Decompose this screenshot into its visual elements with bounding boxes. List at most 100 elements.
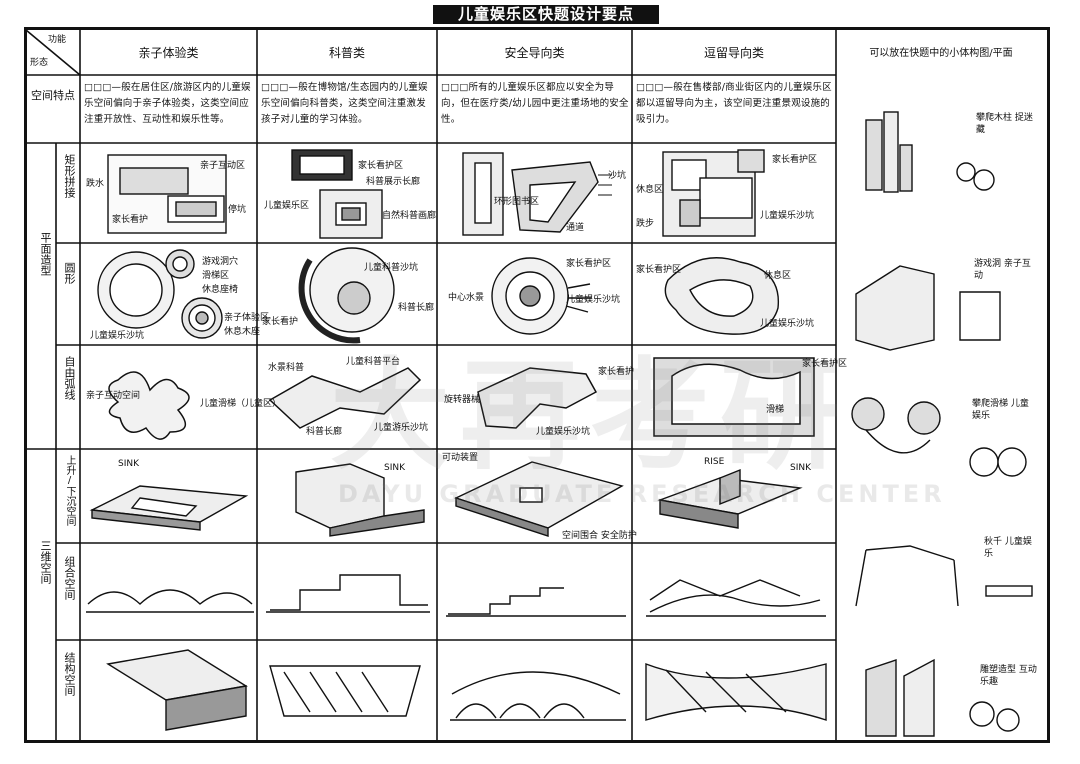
combined-section-safety [446,587,626,617]
label: 家长看护区 [566,259,612,269]
label: 沙坑 [608,171,627,181]
level-axo-stay [657,468,803,529]
row-label-space-feature: 空间特点 [31,89,75,102]
label: 家长看护区 [802,359,848,369]
label: 秋千 儿童娱乐 [984,537,1032,559]
label: 儿童娱乐沙坑 [90,331,145,341]
circle-plan-safety [491,257,592,335]
label: 亲子互动空间 [86,391,141,401]
watermark-main: 大再考研 [330,347,850,486]
side-sketch-sculpture [865,658,1020,737]
combined-section-stay [646,579,826,617]
label: 家长看护区 [772,155,818,165]
label: SINK [118,459,140,469]
label: 休息木座 [224,327,261,337]
free-plan-safety [477,367,598,429]
description-stay: □□□—般在售楼部/商业街区内的儿童娱乐区都以逗留导向为主，该空间更注重景观设施… [636,82,832,125]
level-axo-safety [454,461,624,537]
label: 环形图书区 [494,197,540,207]
column-header-side: 可以放在快题中的小体构图/平面 [869,48,1013,59]
corner-label-top: 功能 [48,35,67,45]
combined-section-science [266,574,430,613]
column-header-safety: 安全导向类 [504,46,565,60]
label: RISE [704,457,725,467]
label: 中心水景 [448,293,485,303]
label: 亲子体验区 [224,313,270,323]
label: 水景科普 [268,363,305,373]
label: 儿童娱乐区 [264,201,310,211]
side-sketch-swing [855,545,1033,607]
label: 儿童游乐沙坑 [374,423,429,433]
struct-science [269,665,421,717]
description-safety: □□□所有的儿童娱乐区都应以安全为导向，但在医疗类/幼儿园中更注重场地的安全性。 [441,82,629,125]
level-axo-parent [89,485,249,531]
label: 滑梯 [766,405,785,415]
subrow-label-circle: 圆形 [63,262,76,284]
circle-plan-parent [97,249,223,339]
subrow-label-rect: 矩形拼接 [63,154,76,198]
subrow-label-structure: 结构空间 [63,652,76,696]
label: 儿童科普平台 [346,357,401,367]
label: 攀爬木柱 捉迷藏 [976,113,1033,135]
label: 停坑 [228,205,247,215]
label: 旋转器械 [444,395,481,405]
label: 儿童娱乐沙坑 [566,295,621,305]
label: 家长看护 [598,367,635,377]
label: 儿童娱乐沙坑 [760,319,815,329]
label: 儿童娱乐沙坑 [760,211,815,221]
row-label-3d: 三维空间 [39,540,52,584]
level-axo-science [295,463,425,537]
rect-plan-safety [462,152,612,236]
struct-stay [645,662,827,721]
row-label-plan: 平面造型 [39,232,52,276]
label: 儿童滑梯（儿童区） [200,399,282,409]
label: 滑梯区 [202,271,230,281]
label: 科普长廊 [398,303,435,313]
label: 休息区 [764,271,792,281]
circle-plan-stay [664,257,780,335]
label: 家长看护区 [636,265,682,275]
subrow-label-combined: 组合空间 [63,556,76,600]
label: 跌水 [86,179,105,189]
corner-label-bottom: 形态 [30,58,49,68]
label: 攀爬滑梯 儿童娱乐 [972,399,1029,421]
struct-safety [450,671,626,721]
rect-plan-science [291,149,383,239]
label: 亲子互动区 [200,161,246,171]
rect-plan-parent [107,154,227,234]
label: 雕塑造型 互动乐趣 [980,665,1037,687]
label: 游戏洞 亲子互动 [974,259,1031,281]
combined-section-parent [86,589,254,613]
subrow-label-level: 上升/下沉空间 [64,455,75,526]
label: 休息座椅 [202,285,239,295]
side-sketch-cave [855,265,1001,351]
circle-plan-science [298,247,395,344]
label: 家长看护 [262,317,299,327]
grid-lines [25,28,837,742]
free-plan-stay [653,357,815,437]
label: 儿童娱乐沙坑 [536,427,591,437]
label: 休息区 [636,185,664,195]
watermark-sub: DAYU GRADUATE RESEARCH CENTER [338,480,946,508]
column-header-science: 科普类 [328,46,365,60]
label: 家长看护 [112,215,149,225]
description-science: □□□—般在博物馆/生态园内的儿童娱乐空间偏向科普类，这类空间注重激发孩子对儿童… [261,82,428,125]
struct-parent [106,649,248,731]
column-header-stay: 逗留导向类 [703,46,764,60]
sheet-title: 儿童娱乐区快题设计要点 [433,5,659,24]
label: 可动装置 [442,453,479,463]
label: 通道 [566,223,585,233]
side-sketch-slide [851,397,1027,477]
label: 游戏洞穴 [202,257,239,267]
label: 空间围合 安全防护 [562,531,637,541]
label: 跌步 [636,219,655,229]
subrow-label-free: 自由弧线 [63,356,76,400]
column-header-parent: 亲子体验类 [138,46,199,60]
free-plan-parent [108,371,190,440]
side-sketch-pillars [865,111,995,193]
label: 科普长廊 [306,427,343,437]
grid-frame [24,27,1050,743]
rect-plan-stay [662,149,765,237]
label: SINK [384,463,406,473]
